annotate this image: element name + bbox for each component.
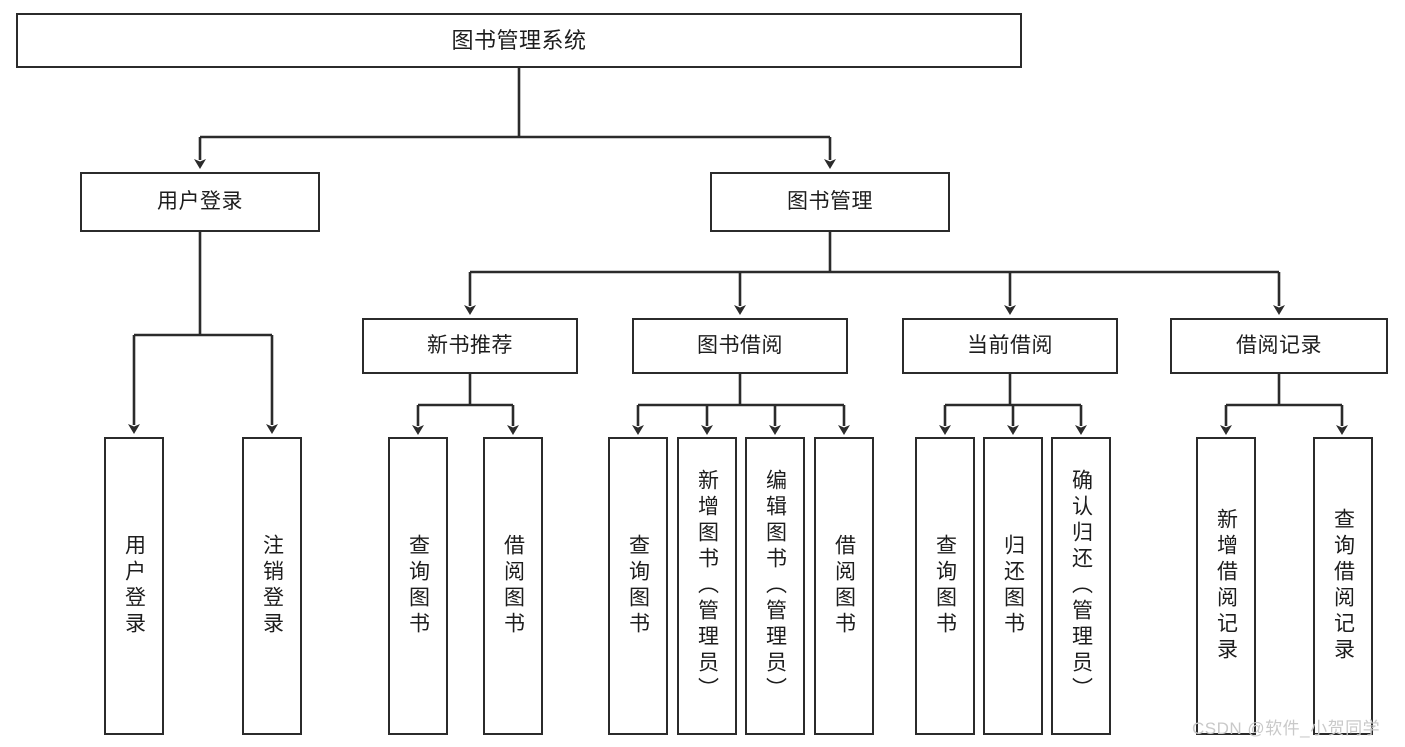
node-leaf-return-book-label: 归还图书 bbox=[1001, 534, 1025, 638]
node-current-borrow-label: 当前借阅 bbox=[967, 333, 1053, 357]
node-leaf-user-login[interactable]: 用户登录 bbox=[104, 437, 164, 735]
node-root-label: 图书管理系统 bbox=[451, 27, 587, 53]
node-leaf-user-login-label: 用户登录 bbox=[122, 534, 146, 638]
node-leaf-edit-book-admin[interactable]: 编辑图书（管理员） bbox=[745, 437, 805, 735]
node-new-book-recommend-label: 新书推荐 bbox=[427, 333, 513, 357]
node-leaf-query-book-3-label: 查询图书 bbox=[933, 534, 957, 638]
edge-newbook-to-leaves bbox=[412, 374, 519, 435]
node-leaf-query-borrow-record[interactable]: 查询借阅记录 bbox=[1313, 437, 1373, 735]
node-leaf-borrow-book-2[interactable]: 借阅图书 bbox=[814, 437, 874, 735]
node-root[interactable]: 图书管理系统 bbox=[16, 13, 1022, 68]
node-book-borrow-label: 图书借阅 bbox=[697, 333, 783, 357]
node-leaf-query-book-1-label: 查询图书 bbox=[406, 534, 430, 638]
node-new-book-recommend[interactable]: 新书推荐 bbox=[362, 318, 578, 374]
node-book-borrow[interactable]: 图书借阅 bbox=[632, 318, 848, 374]
node-leaf-confirm-return-admin-label: 确认归还（管理员） bbox=[1069, 469, 1093, 703]
node-user-login-label: 用户登录 bbox=[157, 189, 243, 213]
node-user-login[interactable]: 用户登录 bbox=[80, 172, 320, 232]
node-book-manage-label: 图书管理 bbox=[787, 189, 873, 213]
edge-userlogin-to-leaves bbox=[128, 232, 278, 434]
node-leaf-query-book-3[interactable]: 查询图书 bbox=[915, 437, 975, 735]
node-leaf-borrow-book-1-label: 借阅图书 bbox=[501, 534, 525, 638]
edge-currentborrow-to-leaves bbox=[939, 374, 1087, 435]
edge-bookmanage-to-level3 bbox=[464, 232, 1285, 315]
node-book-manage[interactable]: 图书管理 bbox=[710, 172, 950, 232]
edge-bookborrow-to-leaves bbox=[632, 374, 850, 435]
node-leaf-query-book-2[interactable]: 查询图书 bbox=[608, 437, 668, 735]
node-leaf-return-book[interactable]: 归还图书 bbox=[983, 437, 1043, 735]
node-leaf-logout-login[interactable]: 注销登录 bbox=[242, 437, 302, 735]
node-current-borrow[interactable]: 当前借阅 bbox=[902, 318, 1118, 374]
edge-borrowrecord-to-leaves bbox=[1220, 374, 1348, 435]
node-borrow-record-label: 借阅记录 bbox=[1236, 333, 1322, 357]
node-borrow-record[interactable]: 借阅记录 bbox=[1170, 318, 1388, 374]
node-leaf-add-borrow-record-label: 新增借阅记录 bbox=[1214, 508, 1238, 664]
node-leaf-confirm-return-admin[interactable]: 确认归还（管理员） bbox=[1051, 437, 1111, 735]
node-leaf-add-book-admin-label: 新增图书（管理员） bbox=[695, 469, 719, 703]
node-leaf-query-borrow-record-label: 查询借阅记录 bbox=[1331, 508, 1355, 664]
node-leaf-add-book-admin[interactable]: 新增图书（管理员） bbox=[677, 437, 737, 735]
node-leaf-edit-book-admin-label: 编辑图书（管理员） bbox=[763, 469, 787, 703]
node-leaf-query-book-1[interactable]: 查询图书 bbox=[388, 437, 448, 735]
node-leaf-query-book-2-label: 查询图书 bbox=[626, 534, 650, 638]
node-leaf-borrow-book-1[interactable]: 借阅图书 bbox=[483, 437, 543, 735]
edge-root-to-level2 bbox=[194, 68, 836, 169]
node-leaf-logout-login-label: 注销登录 bbox=[260, 534, 284, 638]
node-leaf-borrow-book-2-label: 借阅图书 bbox=[832, 534, 856, 638]
node-leaf-add-borrow-record[interactable]: 新增借阅记录 bbox=[1196, 437, 1256, 735]
